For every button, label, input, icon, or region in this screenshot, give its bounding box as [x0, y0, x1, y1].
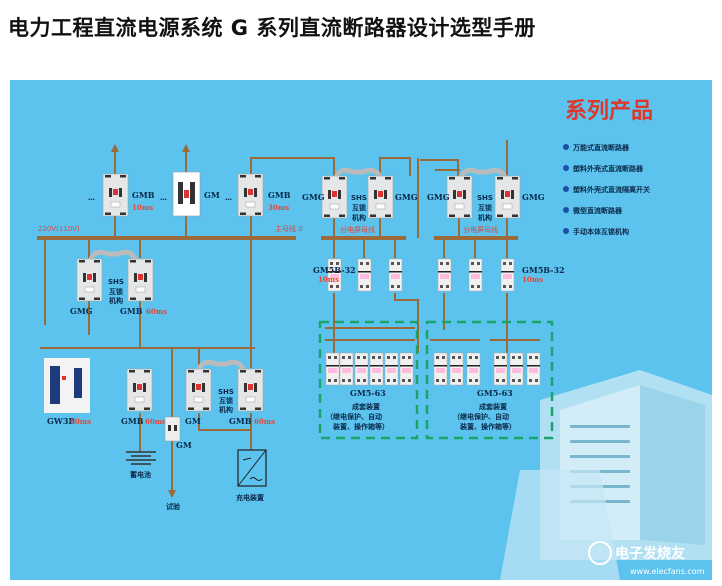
building-illustration	[500, 370, 712, 580]
label-gm5: GM5-63	[350, 388, 386, 398]
gmb-breaker	[127, 258, 154, 302]
complete-device-group-left	[318, 320, 419, 440]
shs-label: SHS	[351, 194, 367, 202]
shs-label: 互锁	[352, 203, 366, 212]
label-time: 10ms	[522, 275, 543, 284]
label-gm5: GM5-63	[477, 388, 513, 398]
complete-device-desc: 装置、操作箱等）	[459, 422, 516, 431]
label-gmb: GMB	[229, 416, 252, 426]
gm-breaker	[185, 368, 212, 412]
gm5b-breaker	[437, 258, 452, 292]
label-time: 10ms	[132, 203, 153, 212]
label-gmg: GMG	[70, 306, 93, 316]
label-time: 10ms	[318, 275, 339, 284]
watermark-brand: 电子发烧友	[615, 545, 685, 562]
bus-voltage-label: 220V(110V)	[38, 225, 80, 233]
sub-bus-label: 分电屏母线	[463, 225, 498, 234]
label-gm: GM	[176, 440, 192, 450]
battery-icon	[126, 451, 156, 465]
page-title: 电力工程直流电源系统 G 系列直流断路器设计选型手册	[8, 16, 536, 40]
dots: …	[160, 194, 167, 202]
gm-mini-breaker	[164, 416, 181, 442]
watermark-url: www.elecfans.com	[630, 567, 705, 576]
shs-label: 互锁	[219, 396, 233, 405]
shs-label: SHS	[218, 388, 234, 396]
complete-device-desc: （继电保护、自动	[326, 412, 382, 421]
label-time: 60ms	[70, 417, 91, 426]
gmb-breaker	[126, 368, 153, 412]
shs-label: 互锁	[478, 203, 492, 212]
gm-breaker-top	[172, 171, 201, 217]
product-item: 塑料外壳式直流隔离开关	[573, 185, 650, 194]
gmg-breaker	[494, 175, 521, 219]
label-gw3b: GW3B	[47, 416, 75, 426]
sub-bus-label: 分电屏母线	[340, 225, 375, 234]
charger-icon	[237, 449, 267, 487]
complete-device-group-right	[425, 320, 554, 440]
gm5b-breaker	[500, 258, 515, 292]
product-item: 微型直流断路器	[572, 206, 623, 215]
dots: …	[225, 194, 232, 202]
label-gmg: GMG	[522, 192, 545, 202]
product-series-heading: 系列产品	[565, 99, 653, 124]
label-time: 60ms	[146, 307, 167, 316]
label-gmg: GMG	[395, 192, 418, 202]
test-label: 试验	[166, 502, 181, 511]
complete-device-desc: 装置、操作箱等）	[332, 422, 389, 431]
elecfans-watermark: 电子发烧友 www.elecfans.com	[588, 541, 705, 576]
shs-label: 机构	[352, 213, 366, 222]
shs-label: 机构	[109, 296, 123, 305]
product-item: 万能式直流断路器	[572, 143, 630, 152]
label-gm: GM	[204, 190, 220, 200]
label-gm5b: GM5B-32	[522, 265, 565, 275]
gm5b-breaker	[388, 258, 403, 292]
label-time: 60ms	[254, 417, 275, 426]
complete-device-label: 成套装置	[352, 402, 380, 411]
gm5b-breaker	[357, 258, 372, 292]
complete-device-desc: （继电保护、自动	[453, 412, 509, 421]
label-gmb: GMB	[121, 416, 144, 426]
gmg-breaker	[76, 258, 103, 302]
complete-device-label: 成套装置	[479, 402, 507, 411]
label-gmg: GMG	[427, 192, 450, 202]
gmb-breaker-1	[102, 173, 129, 217]
shs-label: SHS	[108, 278, 124, 286]
shs-label: 互锁	[109, 287, 123, 296]
product-item: 手动本体互锁机构	[573, 227, 629, 236]
shs-label: 机构	[478, 213, 492, 222]
label-gmb: GMB	[268, 190, 291, 200]
label-time: 30ms	[268, 203, 289, 212]
gmg-breaker	[446, 175, 473, 219]
label-gm: GM	[185, 416, 201, 426]
battery-label: 蓄电池	[130, 470, 151, 479]
product-item: 塑料外壳式直流断路器	[573, 164, 644, 173]
label-time: 60ms	[145, 417, 166, 426]
main-bus-label: 主母线 0	[275, 224, 303, 233]
gw3b-breaker	[44, 358, 90, 413]
gmg-breaker	[367, 175, 394, 219]
label-gmg: GMG	[302, 192, 325, 202]
label-gmb: GMB	[120, 306, 143, 316]
charger-label: 充电装置	[236, 493, 264, 502]
product-list: 万能式直流断路器 塑料外壳式直流断路器 塑料外壳式直流隔离开关 微型直流断路器 …	[563, 143, 650, 236]
gmg-breaker	[321, 175, 348, 219]
shs-label: 机构	[219, 405, 233, 414]
shs-label: SHS	[477, 194, 493, 202]
gmb-breaker	[237, 368, 264, 412]
label-gm5b: GM5B-32	[313, 265, 356, 275]
dots: …	[88, 194, 95, 202]
gm5b-breaker	[468, 258, 483, 292]
gmb-breaker-2	[237, 173, 264, 217]
label-gmb: GMB	[132, 190, 155, 200]
